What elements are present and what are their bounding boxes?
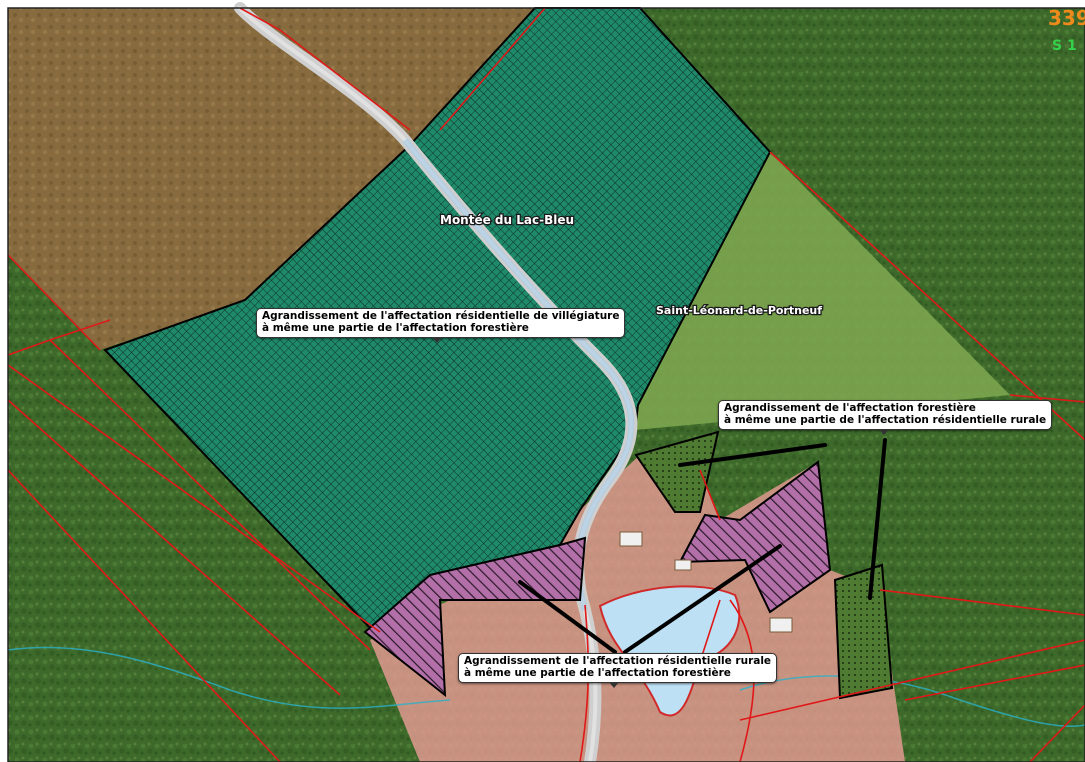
road-name-label: Montée du Lac-Bleu — [440, 213, 574, 227]
leader-lines — [518, 438, 887, 654]
callout-rural-line2: à même une partie de l'affectation fores… — [464, 666, 731, 679]
forest-expansion-right[interactable] — [833, 563, 894, 700]
callout-pointer — [609, 682, 619, 688]
road-highlight — [402, 138, 635, 611]
rural-residential-expansion-left[interactable] — [363, 536, 587, 698]
corner-number-label: 339 — [1048, 6, 1085, 30]
callout-forest-line2: à même une partie de l'affectation résid… — [724, 413, 1047, 426]
callout-pointer — [879, 429, 889, 435]
callout-rural[interactable]: Agrandissement de l'affectation résident… — [458, 653, 778, 688]
callout-rural-line1: Agrandissement de l'affectation résident… — [464, 655, 772, 667]
building — [769, 617, 793, 633]
map-border — [7, 7, 1085, 762]
stream — [7, 646, 1085, 728]
callout-villegiature-line2: à même une partie de l'affectation fores… — [262, 321, 529, 334]
building — [619, 531, 643, 547]
callout-pointer — [432, 337, 442, 343]
corner-sub-label: S 1 — [1052, 38, 1077, 54]
callout-villegiature-line1: Agrandissement de l'affectation résident… — [262, 310, 620, 322]
callout-villegiature[interactable]: Agrandissement de l'affectation résident… — [256, 308, 626, 343]
callout-forest[interactable]: Agrandissement de l'affectation forestiè… — [718, 400, 1053, 435]
building — [674, 559, 692, 571]
forest-affectation-parcel — [635, 152, 1010, 430]
forest-expansion-top[interactable] — [634, 430, 720, 513]
callout-forest-line1: Agrandissement de l'affectation forestiè… — [724, 402, 976, 414]
municipality-label: Saint-Léonard-de-Portneuf — [656, 304, 822, 317]
lot-lines — [7, 7, 1085, 762]
